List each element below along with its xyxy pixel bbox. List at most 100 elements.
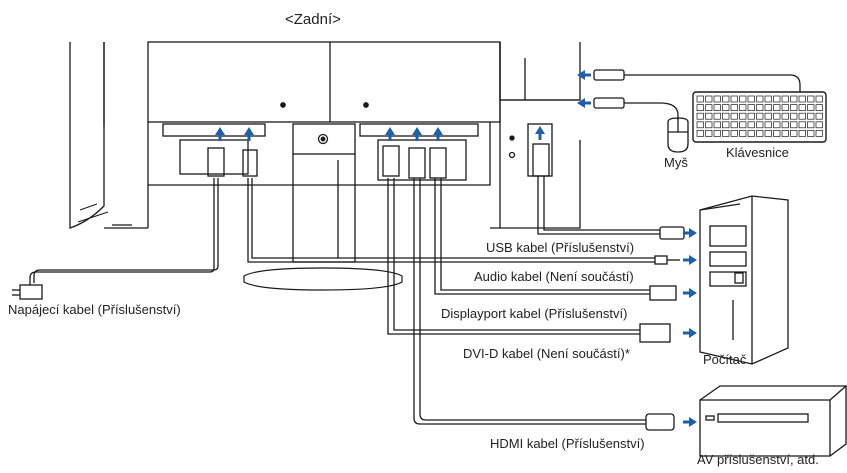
keyboard-key: [730, 112, 738, 120]
keyboard-key: [739, 95, 747, 103]
keyboard-key: [730, 95, 738, 103]
keyboard-key: [790, 121, 798, 129]
usb-peripheral-links: [593, 69, 801, 120]
keyboard-key: [764, 95, 772, 103]
diagram-title: <Zadní>: [285, 11, 341, 28]
keyboard-key: [781, 95, 789, 103]
keyboard-key: [815, 104, 823, 111]
arrow-audio-pc: [683, 255, 697, 265]
arrow-hdmi-av: [683, 417, 697, 427]
keyboard-key: [807, 112, 815, 120]
arrow-dp-port: [433, 127, 443, 141]
arrow-power-port: [215, 127, 225, 141]
keyboard-key: [798, 130, 806, 137]
computer-icon: [699, 195, 789, 365]
arrow-dvi-port: [385, 127, 395, 141]
arrow-usb-up-port: [535, 126, 545, 140]
keyboard-key: [764, 130, 772, 137]
keyboard-key: [756, 95, 764, 103]
arrow-usb-pc: [683, 228, 697, 238]
keyboard-key: [730, 121, 738, 129]
keyboard-key: [807, 121, 815, 129]
keyboard-key: [705, 95, 713, 103]
keyboard-key: [739, 112, 747, 120]
arrow-dvi-pc: [683, 328, 697, 338]
keyboard-key: [773, 112, 781, 120]
keyboard-key: [807, 104, 815, 111]
keyboard-key: [730, 104, 738, 111]
keyboard-key: [781, 121, 789, 129]
keyboard-key: [722, 121, 730, 129]
keyboard-key: [781, 112, 789, 120]
device-connectors: [12, 226, 685, 431]
keyboard-key: [781, 130, 789, 137]
label-hdmi-cable: HDMI kabel (Příslušenství): [490, 436, 645, 451]
keyboard-key: [815, 121, 823, 129]
mouse-icon: [667, 117, 689, 153]
keyboard-icon: [692, 91, 827, 143]
connection-arrows: [215, 70, 697, 427]
keyboard-key: [722, 112, 730, 120]
keyboard-key: [705, 121, 713, 129]
keyboard-key: [798, 95, 806, 103]
keyboard-key: [713, 95, 721, 103]
keyboard-key: [722, 130, 730, 137]
keyboard-key: [730, 130, 738, 137]
label-av-device: AV příslušenství, atd.: [697, 452, 819, 467]
monitor-connectors: [207, 143, 550, 179]
cable-runs: [29, 176, 660, 425]
keyboard-key: [705, 130, 713, 137]
keyboard-key: [798, 104, 806, 111]
keyboard-key: [739, 121, 747, 129]
keyboard-key: [713, 104, 721, 111]
monitor-rear: [69, 41, 581, 291]
keyboard-key: [764, 104, 772, 111]
keyboard-key: [807, 95, 815, 103]
keyboard-key: [722, 95, 730, 103]
arrow-audio-port: [244, 127, 254, 141]
label-audio-cable: Audio kabel (Není součástí): [474, 269, 634, 284]
keyboard-key: [756, 121, 764, 129]
label-dvi-cable: DVI-D kabel (Není součástí)*: [463, 346, 630, 361]
arrow-hdmi-port: [412, 127, 422, 141]
keyboard-key: [781, 104, 789, 111]
keyboard-key: [705, 112, 713, 120]
keyboard-key: [705, 104, 713, 111]
keyboard-key: [764, 121, 772, 129]
keyboard-key: [722, 104, 730, 111]
keyboard-key: [790, 130, 798, 137]
keyboard-key: [807, 130, 815, 137]
keyboard-key: [798, 112, 806, 120]
label-keyboard: Klávesnice: [726, 145, 789, 160]
keyboard-key: [815, 130, 823, 137]
keyboard-key: [815, 95, 823, 103]
keyboard-key: [696, 104, 704, 111]
av-device-icon: [699, 385, 847, 457]
label-usb-cable: USB kabel (Příslušenství): [486, 240, 635, 255]
arrow-usb-mouse: [577, 98, 591, 108]
keyboard-key: [747, 104, 755, 111]
keyboard-key: [773, 95, 781, 103]
keyboard-key: [747, 121, 755, 129]
keyboard-key: [773, 130, 781, 137]
label-computer: Počítač: [703, 352, 747, 367]
keyboard-key: [790, 104, 798, 111]
keyboard-key: [815, 112, 823, 120]
keyboard-key: [790, 112, 798, 120]
label-mouse: Myš: [664, 155, 688, 170]
keyboard-key: [756, 104, 764, 111]
label-displayport-cable: Displayport kabel (Příslušenství): [441, 306, 628, 321]
keyboard-key: [798, 121, 806, 129]
keyboard-key: [696, 130, 704, 137]
keyboard-key: [747, 95, 755, 103]
keyboard-key: [747, 112, 755, 120]
keyboard-key: [790, 95, 798, 103]
keyboard-key: [696, 112, 704, 120]
arrow-usb-keyboard: [577, 70, 591, 80]
keyboard-key: [713, 130, 721, 137]
keyboard-key: [739, 104, 747, 111]
keyboard-key: [773, 104, 781, 111]
keyboard-key: [756, 130, 764, 137]
